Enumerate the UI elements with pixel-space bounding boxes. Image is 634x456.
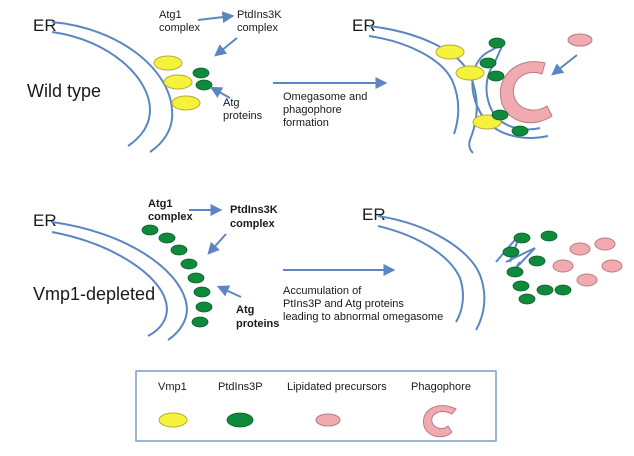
- ptdins3p-marker: [511, 125, 529, 137]
- vmp1-depleted-panel: ER Atg1 complex PtdIns3K complex Atg pro…: [33, 198, 623, 341]
- er-label-top-right: ER: [352, 16, 376, 35]
- er-membrane-outer: [51, 221, 188, 341]
- ptdins3k-complex-label-top: PtdIns3K complex: [237, 9, 285, 34]
- legend-label-ptdins3p: PtdIns3P: [218, 381, 263, 393]
- legend-swatch-phagophore: [422, 405, 457, 438]
- ptdins3p-marker: [491, 109, 509, 121]
- ptdins3p-marker: [513, 232, 531, 244]
- vmp1-depleted-label: Vmp1-depleted: [33, 284, 155, 304]
- ptdins3p-marker: [536, 284, 554, 296]
- ptdins3k-complex-label-bottom: PtdIns3K complex: [230, 204, 281, 230]
- legend-label-lipidated: Lipidated precursors: [287, 381, 387, 393]
- atg1-complex-label-top: Atg1 complex: [159, 9, 200, 34]
- ptdins3p-marker: [540, 230, 558, 242]
- ptdins3p-marker: [479, 57, 497, 69]
- arrow-atg1-to-ptdins3k: [197, 11, 235, 24]
- vmp1-marker: [435, 44, 465, 60]
- legend-label-phagophore: Phagophore: [411, 381, 471, 393]
- lipidated-precursor: [569, 242, 591, 256]
- vmp1-marker: [163, 74, 193, 90]
- lipidated-precursor: [552, 259, 574, 273]
- ptdins3p-marker: [487, 70, 505, 82]
- lipidated-precursor: [601, 259, 623, 273]
- ptdins3p-marker: [193, 286, 211, 298]
- er-membrane-outer-right: [368, 25, 478, 154]
- ptdins3p-marker: [554, 284, 572, 296]
- ptdins3p-marker: [518, 293, 536, 305]
- ptdins3p-marker: [180, 258, 198, 270]
- ptdins3p-marker: [488, 37, 506, 49]
- legend-swatch-vmp1: [158, 412, 188, 428]
- vmp1-marker: [171, 95, 201, 111]
- ptdins3p-marker: [192, 67, 210, 79]
- arrow-ptdins3k-to-membrane: [207, 233, 227, 255]
- process-label-bottom: Accumulation of PtIns3P and Atg proteins…: [283, 285, 443, 323]
- lipidated-precursor: [567, 33, 593, 47]
- lipidated-precursor: [594, 237, 616, 251]
- ptdins3p-marker: [170, 244, 188, 256]
- wild-type-panel: ER Atg1 complex PtdIns3K complex Atg pro…: [27, 9, 593, 154]
- ptdins3p-marker: [506, 266, 524, 278]
- arrow-atg-to-membrane: [209, 86, 231, 99]
- arrow-precursor-to-phagophore: [551, 54, 578, 76]
- legend-swatch-lipidated: [315, 413, 341, 427]
- atg-proteins-label-bottom: Atg proteins: [236, 304, 279, 330]
- er-label-bottom-right: ER: [362, 205, 386, 224]
- wild-type-label: Wild type: [27, 81, 101, 101]
- er-label-top-left: ER: [33, 16, 57, 35]
- er-membrane-outer: [51, 21, 174, 153]
- er-label-bottom-left: ER: [33, 211, 57, 230]
- ptdins3p-marker: [528, 255, 546, 267]
- er-membrane-inner-right: [368, 35, 460, 135]
- ptdins3p-marker: [502, 246, 520, 258]
- vmp1-marker: [455, 65, 485, 81]
- lipidated-precursor: [576, 273, 598, 287]
- ptdins3p-marker: [512, 280, 530, 292]
- er-membrane-inner: [51, 31, 152, 147]
- ptdins3p-marker: [141, 224, 159, 236]
- process-label-top: Omegasome and phagophore formation: [283, 91, 370, 129]
- ptdins3p-marker: [191, 316, 209, 328]
- ptdins3p-marker: [187, 272, 205, 284]
- er-membrane-inner: [51, 231, 168, 337]
- arrow-ptdins3k-to-membrane: [214, 37, 238, 57]
- legend-swatch-ptdins3p: [226, 412, 254, 428]
- legend: Vmp1 PtdIns3P Lipidated precursors Phago…: [135, 370, 497, 442]
- legend-label-vmp1: Vmp1: [158, 381, 187, 393]
- atg1-complex-label-bottom: Atg1 complex: [148, 198, 194, 223]
- ptdins3p-marker: [195, 301, 213, 313]
- phagophore-shape: [499, 61, 553, 124]
- er-membrane-outer-right: [377, 215, 486, 331]
- ptdins3p-marker: [158, 232, 176, 244]
- vmp1-marker: [153, 55, 183, 71]
- ptdins3p-marker: [195, 79, 213, 91]
- arrow-atg-to-membrane: [216, 285, 242, 298]
- atg-proteins-label-top: Atg proteins: [223, 97, 263, 122]
- er-membrane-inner-right: [377, 225, 464, 323]
